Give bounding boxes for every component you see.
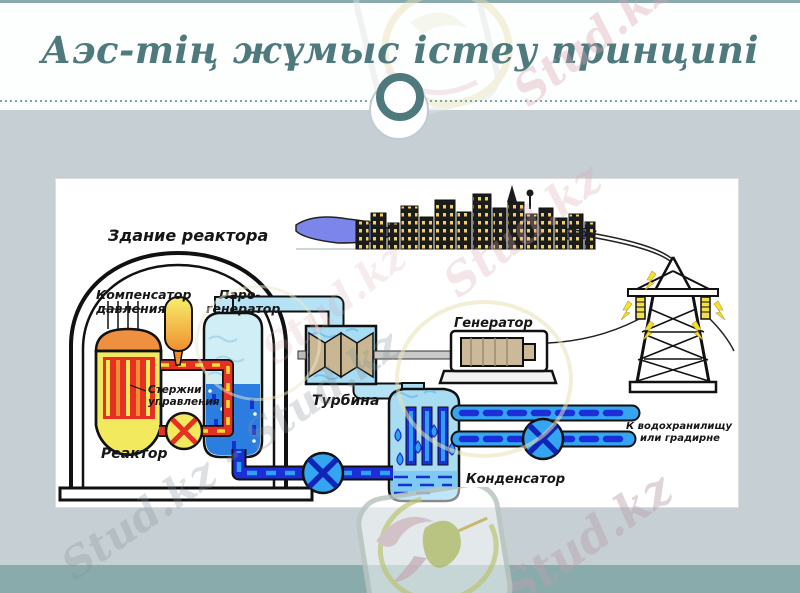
- label-generator: Генератор: [454, 316, 533, 331]
- label-turbine: Турбина: [312, 393, 379, 409]
- insulators: [635, 296, 711, 320]
- page-title: Аэс-тің жұмыс істеу принципі: [41, 28, 759, 72]
- label-control-rods-1: Стержни: [148, 384, 202, 396]
- label-steam-generator-1: Паро-: [219, 287, 261, 302]
- condensate-drops: [394, 424, 456, 466]
- label-steam-generator-2: генератор: [206, 301, 280, 316]
- pressurizer: [164, 296, 193, 366]
- generator: [438, 329, 558, 385]
- label-outflow-1: К водохранилищу: [626, 421, 732, 432]
- turbine-rotors: [308, 331, 374, 379]
- label-pressurizer-1: Компенсатор: [96, 287, 191, 302]
- diagram-labels: Здание реактора Компенсатор давления Пар…: [95, 226, 732, 487]
- turbine: [297, 324, 465, 386]
- label-reactor-building: Здание реактора: [107, 226, 268, 245]
- lightning-bolts: [620, 270, 726, 341]
- cooling-water-loop: [450, 404, 641, 448]
- condenser-tubes: [405, 406, 449, 466]
- label-reactor: Реактор: [101, 446, 167, 462]
- city-skyline: [295, 185, 597, 250]
- npp-diagram: Здание реактора Компенсатор давления Пар…: [58, 185, 735, 503]
- label-outflow-2: или градирне: [640, 433, 720, 444]
- label-pressurizer-2: давления: [95, 301, 166, 316]
- power-lines: [547, 228, 735, 352]
- label-control-rods-2: управления: [148, 396, 220, 408]
- npp-diagram-panel: Здание реактора Компенсатор давления Пар…: [55, 178, 739, 508]
- primary-pump: [164, 411, 204, 451]
- label-condenser: Конденсатор: [466, 472, 565, 487]
- transmission-tower: [547, 228, 735, 394]
- footer-bar: [0, 565, 800, 593]
- condenser: [387, 382, 461, 503]
- reactor-vessel: [94, 301, 163, 456]
- cooling-pump: [521, 417, 565, 461]
- ornament-ring: [376, 73, 424, 121]
- feedwater-pump: [301, 451, 345, 495]
